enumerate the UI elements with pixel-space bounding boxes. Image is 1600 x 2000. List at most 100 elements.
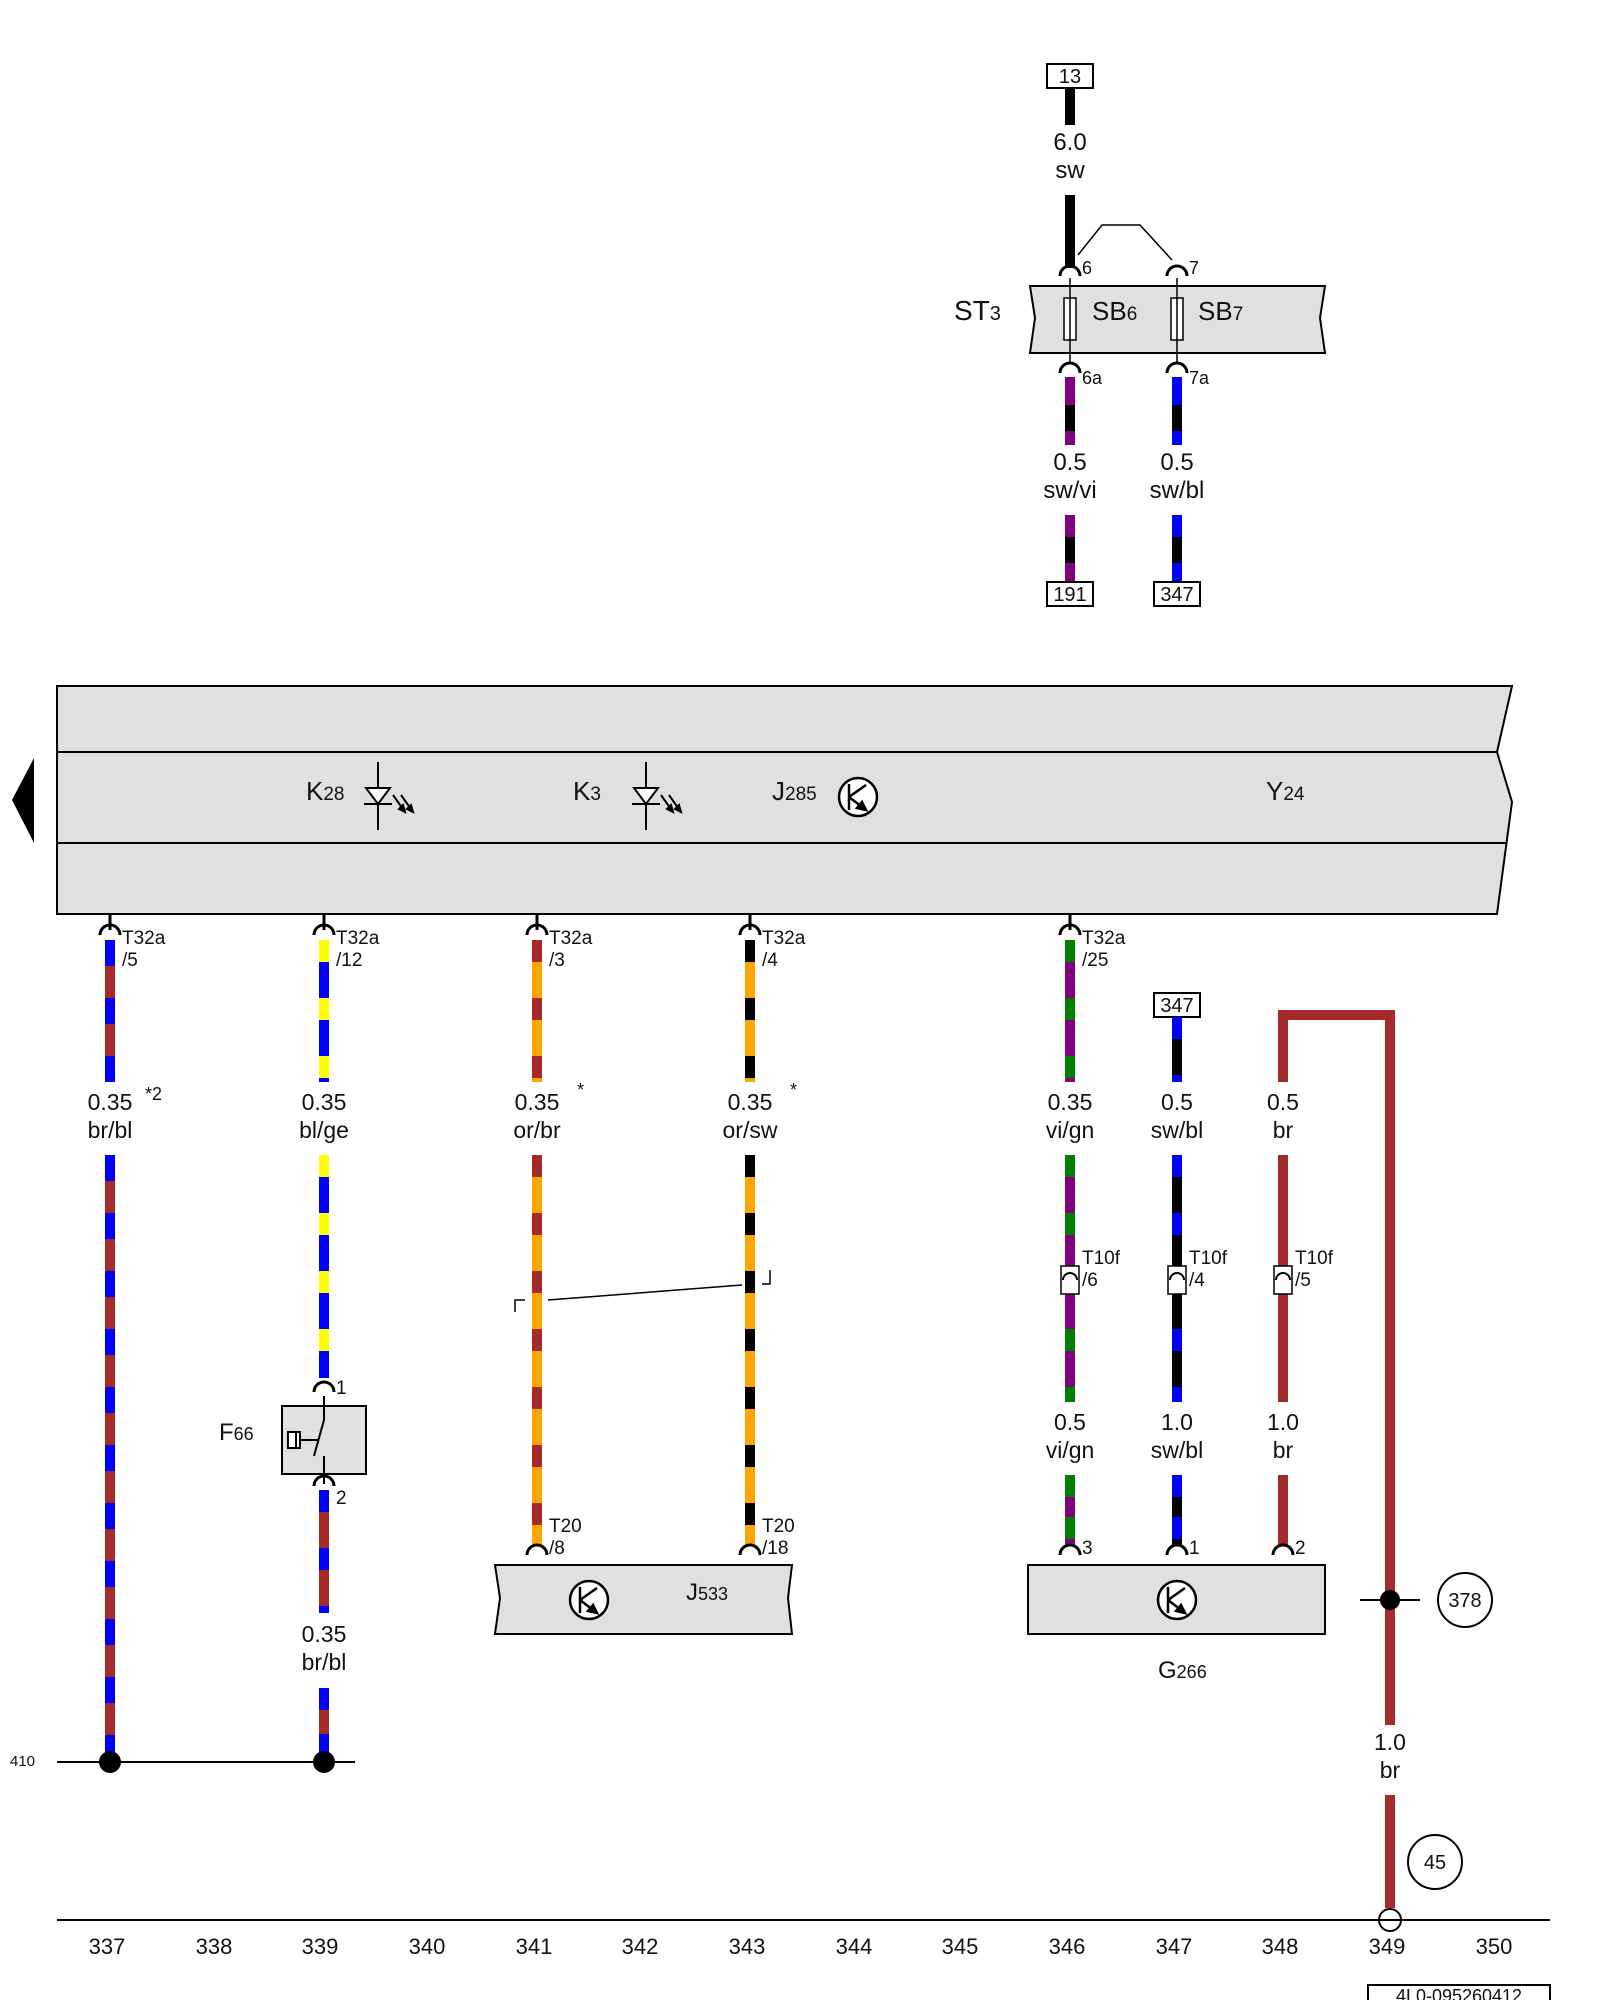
connector-label: T32a: [122, 928, 166, 949]
t10f-label: T10f: [1189, 1248, 1228, 1269]
pin-cup: [738, 1543, 762, 1556]
pin-7a-label: 7a: [1189, 368, 1210, 388]
bus-junction: [99, 1751, 121, 1773]
ref-circle-378-label: 378: [1448, 1590, 1481, 1612]
wire-size-label: 0.35: [88, 1089, 133, 1115]
ref-circle-378: [1437, 1572, 1493, 1628]
wire-sw-vi-color: sw/vi: [1043, 477, 1096, 504]
ref-box-347-top: [1153, 581, 1201, 607]
t10f-label: T10f: [1082, 1248, 1121, 1269]
pin-cup: [1271, 1543, 1295, 1556]
wire-color-label: or/sw: [723, 1117, 778, 1143]
wire-color-label: sw/bl: [1151, 1437, 1203, 1463]
pin-cup: [525, 1543, 549, 1556]
wire-color-label: br/bl: [302, 1649, 347, 1675]
column-number: 343: [729, 1934, 766, 1959]
wire-size-label: 1.0: [1161, 1409, 1193, 1435]
column-number: 345: [942, 1934, 979, 1959]
wire-color-label: sw/bl: [1151, 1117, 1203, 1143]
column-number: 340: [409, 1934, 446, 1959]
wire-sw-bl-size: 0.5: [1160, 449, 1193, 476]
fuse-box-label: ST3: [954, 295, 1001, 326]
connector-pin-label: /25: [1082, 950, 1108, 971]
instrument-panel: K28 K3 J285: [12, 685, 1514, 915]
panel-outline: [56, 685, 1514, 915]
column-number: 339: [302, 1934, 339, 1959]
bus-junction: [313, 1751, 335, 1773]
t10f-pin: /6: [1082, 1270, 1098, 1291]
wire-color-label: or/br: [513, 1117, 561, 1143]
transistor-icon: [1156, 1579, 1198, 1621]
connector-label: T32a: [549, 928, 593, 949]
column-number: 346: [1049, 1934, 1086, 1959]
wire-color-label: br: [1273, 1437, 1294, 1463]
wire-note: *2: [145, 1084, 162, 1104]
pin-cup: [312, 1380, 336, 1393]
connector-pin-label: /5: [122, 950, 138, 971]
pin-cup: [312, 1474, 336, 1487]
f66-pin-top: 1: [336, 1378, 347, 1399]
j533-box: [493, 1564, 794, 1635]
column-number: 341: [516, 1934, 553, 1959]
wires: 0.35 *2 br/bl 0.35 bl/ge 0.35 * or/br 0.…: [88, 940, 1395, 1760]
wire-sw-vi-size: 0.5: [1053, 449, 1086, 476]
footer: 337 338 339 340 341 342 343 344 345 346 …: [57, 1919, 1551, 2000]
bridge-line: [1077, 224, 1173, 261]
wire-br-loop: [1278, 1010, 1395, 1725]
t10f-pin: /5: [1295, 1270, 1311, 1291]
pin-cup: [1058, 1543, 1082, 1556]
g266-pin: 1: [1189, 1538, 1200, 1559]
doc-id-label: 4L0-095260412: [1396, 1986, 1522, 2000]
wire-size-label: 0.5: [1267, 1089, 1299, 1115]
connector-pin-label: /3: [549, 950, 565, 971]
pin-6-label: 6: [1082, 258, 1092, 278]
splice-point: [1380, 1590, 1400, 1610]
pin-cup: [1062, 1272, 1078, 1281]
ref-circle-45: [1407, 1834, 1463, 1890]
t10f-label: T10f: [1295, 1248, 1334, 1269]
column-number: 350: [1476, 1934, 1513, 1959]
wire-size-label: 0.35: [515, 1089, 560, 1115]
led-icon: [364, 762, 415, 830]
pin-7-label: 7: [1189, 258, 1199, 278]
j533-pin: /8: [549, 1538, 565, 1559]
connector-pin-label: /12: [336, 950, 362, 971]
j533-module: T20 /8 T20 /18 J533: [493, 1516, 795, 1635]
wire-size-label: 0.35: [1048, 1089, 1093, 1115]
t10f-connectors: T10f /6 0.5 vi/gn T10f /4 1.0 sw/bl T10f…: [1046, 1248, 1334, 1463]
connector-t10f-4-icon: [1167, 1265, 1187, 1295]
g266-sensor: 3 1 2 G266: [1027, 1538, 1326, 1684]
column-number: 348: [1262, 1934, 1299, 1959]
f66-label: F66: [219, 1419, 254, 1446]
j533-label: J533: [686, 1579, 728, 1606]
y24-label: Y24: [1266, 776, 1305, 806]
wire-color-label: br/bl: [88, 1117, 133, 1143]
connector-pin-label: /4: [762, 950, 778, 971]
wire-label-size: 6.0: [1053, 129, 1086, 156]
ref-box-191-label: 191: [1053, 584, 1086, 606]
wire-size-label: 1.0: [1267, 1409, 1299, 1435]
wire-note: *: [790, 1080, 797, 1100]
wire-size-label: 0.35: [302, 1621, 347, 1647]
connector-label: T32a: [762, 928, 806, 949]
wire-color-label: br: [1380, 1757, 1401, 1783]
column-number: 347: [1156, 1934, 1193, 1959]
wire-label-color: sw: [1055, 157, 1085, 184]
wire-color-label: vi/gn: [1046, 1437, 1095, 1463]
f66-switch: 1 F66 2 0.35 br/bl: [219, 1378, 367, 1760]
bus-410-label: 410: [10, 1753, 35, 1770]
wire-size-label: 0.5: [1054, 1409, 1086, 1435]
wire-size-label: 0.5: [1161, 1089, 1193, 1115]
j533-pin: /18: [762, 1538, 788, 1559]
ref-box-347-label: 347: [1160, 995, 1193, 1017]
connector-label: T32a: [336, 928, 380, 949]
twisted-pair-line: [547, 1284, 743, 1301]
wire-size-label: 0.35: [302, 1089, 347, 1115]
t10f-pin: /4: [1189, 1270, 1205, 1291]
twisted-pair-bracket: [762, 1270, 771, 1285]
transistor-icon: [837, 776, 879, 818]
wire-sw-bl-color: sw/bl: [1150, 477, 1205, 504]
fuse-sb6-label: SB6: [1092, 296, 1137, 326]
column-number: 349: [1369, 1934, 1406, 1959]
top-fuse-section: 13 6.0 sw ST3 6 SB6 6a 7 SB7 7a: [954, 63, 1327, 607]
